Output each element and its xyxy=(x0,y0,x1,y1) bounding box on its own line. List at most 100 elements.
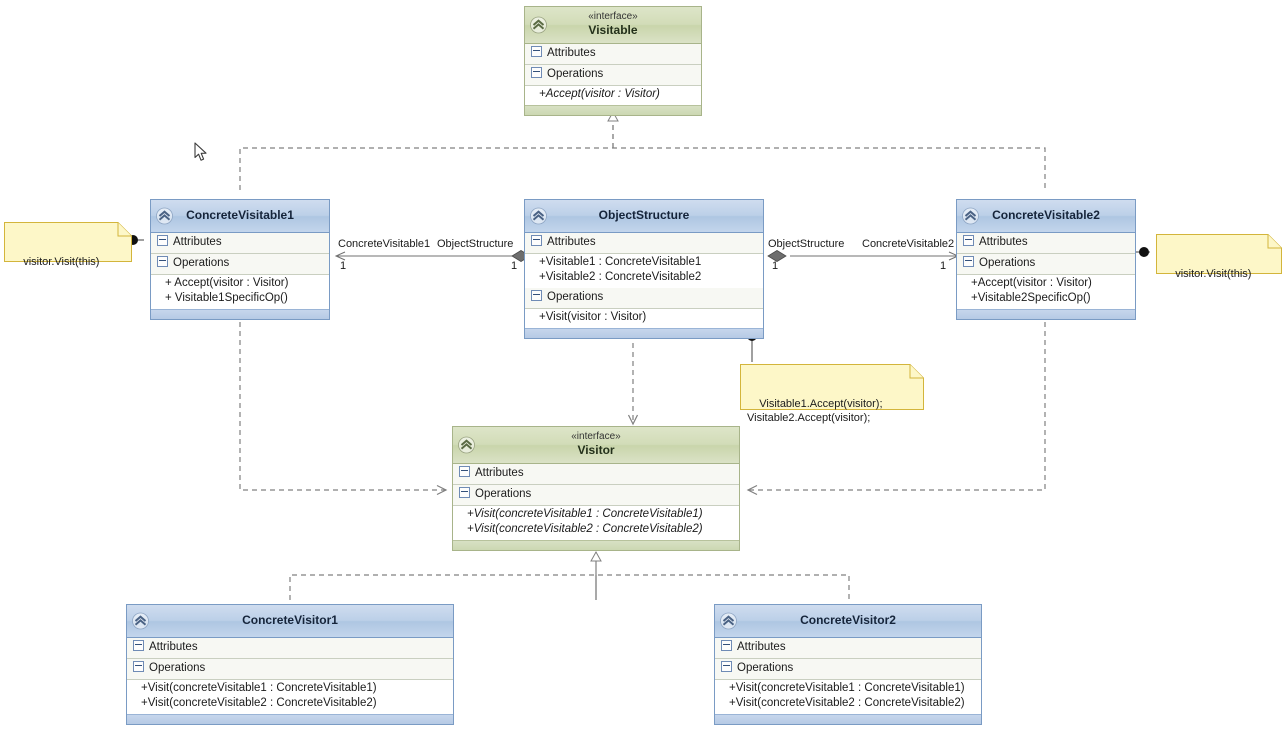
expander-icon[interactable] xyxy=(157,256,168,267)
attributes-section[interactable]: Attributes xyxy=(151,233,329,254)
assoc-label-left-target: ObjectStructure xyxy=(437,238,514,250)
expander-icon[interactable] xyxy=(133,661,144,672)
assoc-label-right-source: ObjectStructure xyxy=(768,238,845,250)
operations-label: Operations xyxy=(173,257,230,269)
attributes-section[interactable]: Attributes xyxy=(127,638,453,659)
assoc-mult-left-target: 1 xyxy=(511,260,518,272)
class-header: ConcreteVisitor1 xyxy=(127,605,453,638)
attributes-section[interactable]: Attributes xyxy=(525,233,763,254)
operations-section[interactable]: Operations xyxy=(151,254,329,275)
operation-item: +Visit(concreteVisitable2 : ConcreteVisi… xyxy=(729,697,965,709)
collapse-chevron-icon[interactable] xyxy=(458,436,475,454)
collapse-chevron-icon[interactable] xyxy=(156,207,173,225)
expander-icon[interactable] xyxy=(963,235,974,246)
operations-label: Operations xyxy=(737,662,794,674)
operations-list: +Visit(visitor : Visitor) xyxy=(525,309,763,328)
association-objectstructure-cv2 xyxy=(767,250,960,262)
operations-section[interactable]: Operations xyxy=(525,65,701,86)
assoc-mult-left-source: 1 xyxy=(340,260,347,272)
operations-section[interactable]: Operations xyxy=(715,659,981,680)
collapse-chevron-icon[interactable] xyxy=(720,612,737,630)
operation-item: +Accept(visitor : Visitor) xyxy=(971,277,1092,289)
operation-item: +Visit(concreteVisitable2 : ConcreteVisi… xyxy=(141,697,377,709)
class-concretevisitable2[interactable]: ConcreteVisitable2 Attributes Operations… xyxy=(956,199,1136,320)
class-footer xyxy=(525,328,763,338)
expander-icon[interactable] xyxy=(133,640,144,651)
operations-list: +Visit(concreteVisitable1 : ConcreteVisi… xyxy=(715,680,981,714)
expander-icon[interactable] xyxy=(721,640,732,651)
operations-list: + Accept(visitor : Visitor) + Visitable1… xyxy=(151,275,329,309)
operations-label: Operations xyxy=(547,68,604,80)
mouse-cursor xyxy=(194,142,208,167)
expander-icon[interactable] xyxy=(531,67,542,78)
expander-icon[interactable] xyxy=(459,466,470,477)
class-footer xyxy=(525,105,701,115)
operation-item: +Visit(visitor : Visitor) xyxy=(539,311,647,323)
attributes-label: Attributes xyxy=(149,641,198,653)
class-header: ConcreteVisitable2 xyxy=(957,200,1135,233)
expander-icon[interactable] xyxy=(721,661,732,672)
collapse-chevron-icon[interactable] xyxy=(530,207,547,225)
dependency-cv2-visitor xyxy=(746,322,1046,496)
stereotype-label: «interface» xyxy=(588,11,638,22)
class-name: ConcreteVisitor2 xyxy=(800,613,896,627)
attribute-item: +Visitable2 : ConcreteVisitable2 xyxy=(539,271,702,283)
attributes-section[interactable]: Attributes xyxy=(957,233,1135,254)
collapse-chevron-icon[interactable] xyxy=(132,612,149,630)
operations-list: +Accept(visitor : Visitor) xyxy=(525,86,701,105)
expander-icon[interactable] xyxy=(459,487,470,498)
operation-item: +Accept(visitor : Visitor) xyxy=(539,88,660,100)
class-footer xyxy=(127,714,453,724)
collapse-chevron-icon[interactable] xyxy=(530,16,547,34)
expander-icon[interactable] xyxy=(157,235,168,246)
note-visitor-visit-this-right[interactable]: visitor.Visit(this) xyxy=(1156,234,1282,280)
stereotype-label: «interface» xyxy=(571,431,621,442)
assoc-mult-right-source: 1 xyxy=(772,260,779,272)
attributes-section[interactable]: Attributes xyxy=(525,44,701,65)
collapse-chevron-icon[interactable] xyxy=(962,207,979,225)
class-footer xyxy=(453,540,739,550)
attributes-section[interactable]: Attributes xyxy=(453,464,739,485)
assoc-label-right-target: ConcreteVisitable2 xyxy=(862,238,955,250)
class-header: ConcreteVisitor2 xyxy=(715,605,981,638)
note-objectstructure-body[interactable]: Visitable1.Accept(visitor); Visitable2.A… xyxy=(740,364,924,424)
operations-list: +Visit(concreteVisitable1 : ConcreteVisi… xyxy=(453,506,739,540)
operations-list: +Accept(visitor : Visitor) +Visitable2Sp… xyxy=(957,275,1135,309)
operations-list: +Visit(concreteVisitable1 : ConcreteVisi… xyxy=(127,680,453,714)
operations-label: Operations xyxy=(475,488,532,500)
expander-icon[interactable] xyxy=(531,290,542,301)
assoc-label-left-source: ConcreteVisitable1 xyxy=(338,238,431,250)
note-visitor-visit-this-left[interactable]: visitor.Visit(this) xyxy=(4,222,132,268)
class-name: ConcreteVisitable2 xyxy=(992,208,1100,222)
operation-item: +Visitable2SpecificOp() xyxy=(971,292,1091,304)
operations-label: Operations xyxy=(547,291,604,303)
operations-section[interactable]: Operations xyxy=(127,659,453,680)
operations-section[interactable]: Operations xyxy=(525,288,763,309)
class-header: ObjectStructure xyxy=(525,200,763,233)
realization-visitable xyxy=(239,110,1046,190)
operations-section[interactable]: Operations xyxy=(957,254,1135,275)
class-visitable[interactable]: «interface» Visitable Attributes Operati… xyxy=(524,6,702,116)
class-header: ConcreteVisitable1 xyxy=(151,200,329,233)
expander-icon[interactable] xyxy=(531,46,542,57)
attributes-label: Attributes xyxy=(547,236,596,248)
attributes-section[interactable]: Attributes xyxy=(715,638,981,659)
association-cv1-objectstructure xyxy=(334,250,531,262)
attribute-item: +Visitable1 : ConcreteVisitable1 xyxy=(539,256,702,268)
class-concretevisitor1[interactable]: ConcreteVisitor1 Attributes Operations +… xyxy=(126,604,454,725)
operation-item: +Visit(concreteVisitable1 : ConcreteVisi… xyxy=(729,682,965,694)
expander-icon[interactable] xyxy=(531,235,542,246)
class-name: ObjectStructure xyxy=(598,208,690,222)
class-visitor[interactable]: «interface» Visitor Attributes Operation… xyxy=(452,426,740,551)
operation-item: +Visit(concreteVisitable1 : ConcreteVisi… xyxy=(467,508,703,520)
expander-icon[interactable] xyxy=(963,256,974,267)
note-text: visitor.Visit(this) xyxy=(1175,268,1252,280)
assoc-mult-right-target: 1 xyxy=(940,260,947,272)
class-concretevisitor2[interactable]: ConcreteVisitor2 Attributes Operations +… xyxy=(714,604,982,725)
class-footer xyxy=(957,309,1135,319)
attributes-label: Attributes xyxy=(737,641,786,653)
operations-section[interactable]: Operations xyxy=(453,485,739,506)
class-concretevisitable1[interactable]: ConcreteVisitable1 Attributes Operations… xyxy=(150,199,330,320)
class-objectstructure[interactable]: ObjectStructure Attributes +Visitable1 :… xyxy=(524,199,764,339)
